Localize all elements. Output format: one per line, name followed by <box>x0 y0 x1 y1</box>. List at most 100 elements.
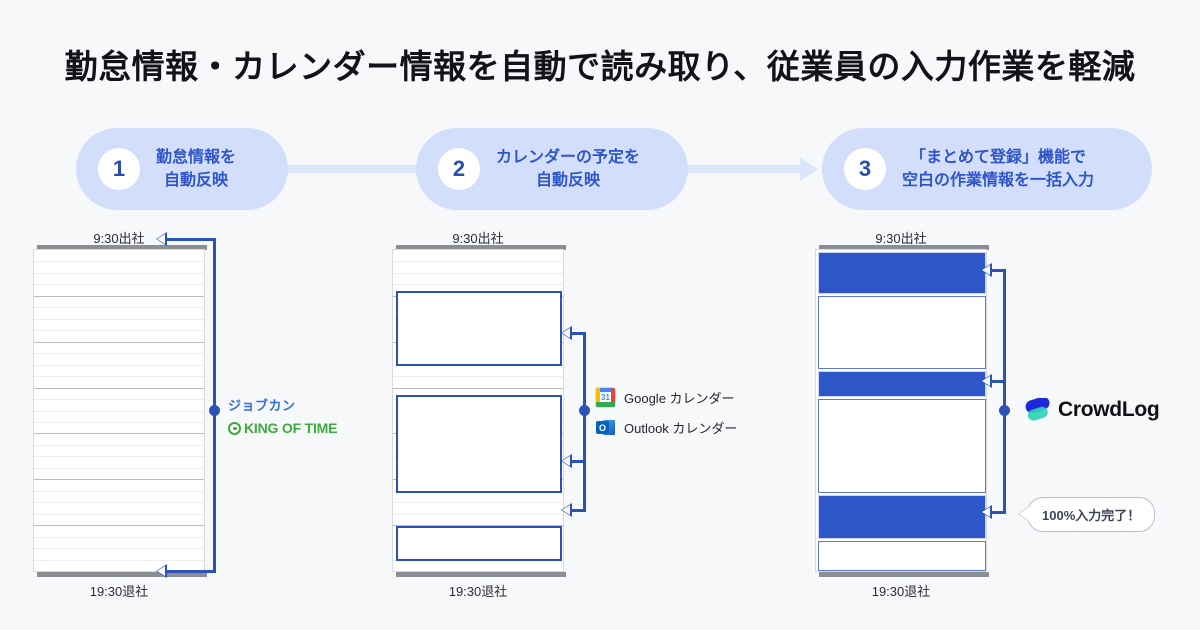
callout-tail-icon <box>1019 507 1029 521</box>
row-divider <box>34 525 204 526</box>
panel-1-top-cap <box>37 245 207 250</box>
step-label-1: 勤怠情報を 自動反映 <box>156 146 236 192</box>
step-number-1: 1 <box>98 148 140 190</box>
panel-2-sheet <box>392 249 564 572</box>
panel-1-connector-dot <box>209 405 220 416</box>
panel-2-arrow-horizontal-2 <box>570 460 586 463</box>
panel-3-arrow-vertical <box>1003 269 1006 514</box>
panel-2-arrow-vertical <box>583 332 586 512</box>
completion-callout: 100%入力完了！ <box>1019 497 1156 532</box>
row-divider <box>34 548 204 549</box>
panel-1-arrow-top-horizontal <box>165 238 215 241</box>
google-calendar-label: Google カレンダー <box>624 391 735 406</box>
kingoftime-label: KING OF TIME <box>244 420 338 436</box>
step-number-2: 2 <box>438 148 480 190</box>
row-divider <box>34 468 204 469</box>
row-divider <box>34 376 204 377</box>
step-arrow-icon <box>800 157 818 181</box>
panel-1-bottom-time-label: 19:30退社 <box>89 584 149 599</box>
crowdlog-logo: CrowdLog <box>1022 398 1160 422</box>
work-block-filled-1[interactable] <box>818 252 986 294</box>
panel-3-top-time-label: 9:30出社 <box>875 231 927 246</box>
calendar-event-box-1[interactable] <box>396 291 562 366</box>
google-calendar-day-badge: 31 <box>601 393 610 402</box>
panel-3-arrow-horizontal-2 <box>990 380 1006 383</box>
calendar-event-box-3[interactable] <box>396 526 562 561</box>
step-label-2-line2: 自動反映 <box>536 172 601 189</box>
crowdlog-wordmark: CrowdLog <box>1058 398 1160 421</box>
timesheet-panel-filled <box>815 245 1001 577</box>
step-pill-2[interactable]: 2 カレンダーの予定を 自動反映 <box>416 128 688 210</box>
outlook-calendar-icon: O <box>596 418 615 437</box>
row-divider <box>34 388 204 389</box>
row-divider <box>393 525 563 526</box>
outlook-calendar-label: Outlook カレンダー <box>624 421 738 436</box>
work-block-empty-1[interactable] <box>818 296 986 369</box>
panel-3-bottom-cap <box>819 572 989 577</box>
step-connector-2-3 <box>686 165 806 173</box>
work-block-empty-2[interactable] <box>818 399 986 493</box>
outlook-badge: O <box>596 421 609 434</box>
row-divider <box>34 433 204 434</box>
row-divider <box>34 502 204 503</box>
work-block-filled-2[interactable] <box>818 371 986 397</box>
panel-2-top-time-label: 9:30出社 <box>452 231 504 246</box>
row-divider <box>34 319 204 320</box>
step-label-1-line1: 勤怠情報を <box>156 148 237 166</box>
panel-3-sheet <box>815 249 987 572</box>
row-divider <box>34 296 204 297</box>
panel-3-arrowhead-1-icon <box>981 263 992 277</box>
panel-2-bottom-time-label: 19:30退社 <box>448 584 508 599</box>
row-divider <box>393 514 563 515</box>
kingoftime-logo: KING OF TIME <box>228 420 337 436</box>
step-flow: 1 勤怠情報を 自動反映 2 カレンダーの予定を 自動反映 3 「まとめて登録」… <box>0 128 1200 210</box>
panel-1-arrowhead-bottom-icon <box>156 564 167 578</box>
row-divider <box>34 514 204 515</box>
row-divider <box>393 376 563 377</box>
panel-1-arrow-bottom-horizontal <box>165 570 215 573</box>
google-calendar-icon: 31 <box>596 388 615 407</box>
row-divider <box>34 445 204 446</box>
row-divider <box>34 353 204 354</box>
row-divider <box>34 273 204 274</box>
panel-1-sheet <box>33 249 205 572</box>
row-divider <box>393 502 563 503</box>
panel-3-arrowhead-3-icon <box>981 505 992 519</box>
step-label-2-line1: カレンダーの予定を <box>496 148 641 166</box>
panel-2-arrow-horizontal-1 <box>570 332 586 335</box>
row-divider <box>393 273 563 274</box>
completion-callout-text: 100%入力完了！ <box>1042 508 1141 523</box>
panel-3-top-cap <box>819 245 989 250</box>
timesheet-panel-calendar <box>392 245 578 577</box>
row-divider <box>34 491 204 492</box>
row-divider <box>34 261 204 262</box>
panel-3-arrow-horizontal-1 <box>990 269 1006 272</box>
step-pill-3[interactable]: 3 「まとめて登録」機能で 空白の作業情報を一括入力 <box>822 128 1152 210</box>
row-divider <box>34 284 204 285</box>
panel-2-arrowhead-2-icon <box>561 454 572 468</box>
step-label-1-line2: 自動反映 <box>164 172 229 189</box>
row-divider <box>34 422 204 423</box>
row-divider <box>34 411 204 412</box>
panel-2-top-cap <box>396 245 566 250</box>
panel-2-connector-dot <box>579 405 590 416</box>
calendar-integration-outlook: O Outlook カレンダー <box>596 418 737 437</box>
row-divider <box>393 261 563 262</box>
calendar-event-box-2[interactable] <box>396 395 562 493</box>
step-label-2: カレンダーの予定を 自動反映 <box>496 146 640 192</box>
row-divider <box>34 330 204 331</box>
panel-1-arrowhead-top-icon <box>156 232 167 246</box>
row-divider <box>34 456 204 457</box>
panel-2-arrowhead-1-icon <box>561 326 572 340</box>
step-number-3: 3 <box>844 148 886 190</box>
step-pill-1[interactable]: 1 勤怠情報を 自動反映 <box>76 128 288 210</box>
calendar-integration-list: 31 Google カレンダー O Outlook カレンダー <box>596 388 737 448</box>
row-divider <box>34 560 204 561</box>
row-divider <box>34 399 204 400</box>
work-block-empty-3[interactable] <box>818 541 986 571</box>
jobcan-logo: ジョブカン <box>228 398 296 413</box>
panel-1-bottom-cap <box>37 572 207 577</box>
work-block-filled-3[interactable] <box>818 495 986 539</box>
calendar-integration-google: 31 Google カレンダー <box>596 388 737 407</box>
